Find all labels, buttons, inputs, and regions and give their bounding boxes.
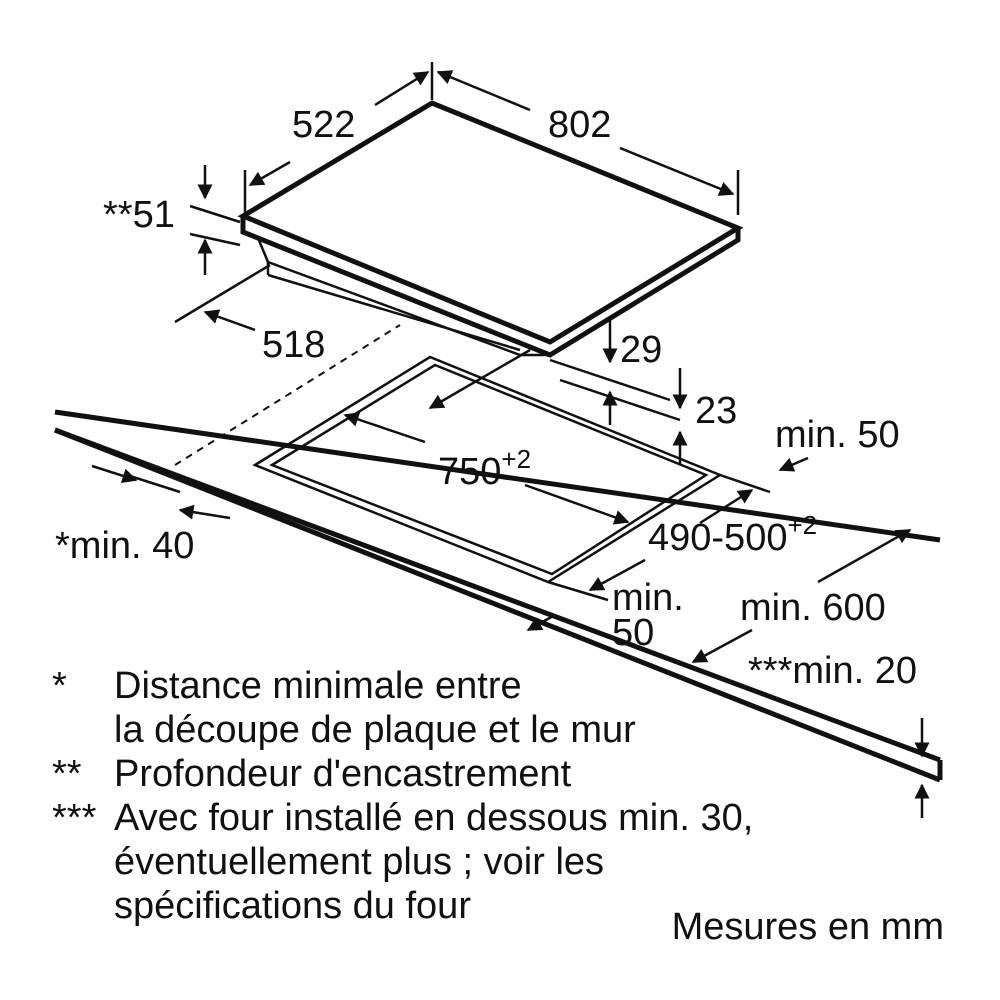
legend-line: éventuellement plus ; voir les: [114, 841, 605, 883]
dimension-lines: [91, 62, 930, 818]
countertop: [54, 409, 943, 783]
label-cutout-width-base: 750: [438, 451, 501, 493]
legend-item: *** Avec four installé en dessous min. 3…: [52, 796, 952, 928]
legend-mark: *: [52, 665, 67, 707]
label-min-wall: *min. 40: [55, 525, 194, 567]
hob: [237, 100, 744, 358]
label-cutout-width-tol: +2: [501, 444, 531, 474]
legend-mark: **: [52, 753, 82, 795]
label-min-back: min. 50: [775, 414, 900, 456]
legend-mark: ***: [52, 797, 97, 839]
label-frame-depth: 518: [262, 324, 325, 366]
label-cutout-depth-base: 490-500: [648, 517, 787, 559]
label-min-counter-depth: min. 600: [740, 587, 886, 629]
legend-item: * Distance minimale entre la découpe de …: [52, 664, 952, 752]
legend-line: Distance minimale entre: [114, 665, 522, 707]
label-hob-depth: 522: [292, 104, 355, 146]
units-note: Mesures en mm: [671, 906, 944, 948]
label-min-front-1: min.: [612, 577, 684, 619]
legend-line: Avec four installé en dessous min. 30,: [114, 797, 754, 839]
label-cutout-depth-tol: +2: [787, 510, 817, 540]
label-frame-height: 29: [620, 329, 662, 371]
wall-reference-line: [174, 324, 401, 466]
legend: * Distance minimale entre la découpe de …: [52, 664, 952, 928]
legend-line: Profondeur d'encastrement: [114, 753, 572, 795]
label-min-front-2: 50: [612, 612, 654, 654]
label-hob-width: 802: [548, 104, 611, 146]
label-glass-offset: 23: [695, 390, 737, 432]
legend-line: la découpe de plaque et le mur: [114, 709, 636, 751]
label-install-depth: **51: [103, 194, 175, 236]
label-cutout-width: 750+2: [438, 444, 531, 493]
legend-line: spécifications du four: [114, 885, 471, 927]
legend-item: ** Profondeur d'encastrement: [52, 752, 952, 796]
label-cutout-depth: 490-500+2: [648, 510, 817, 559]
label-min-thickness: ***min. 20: [748, 650, 917, 692]
